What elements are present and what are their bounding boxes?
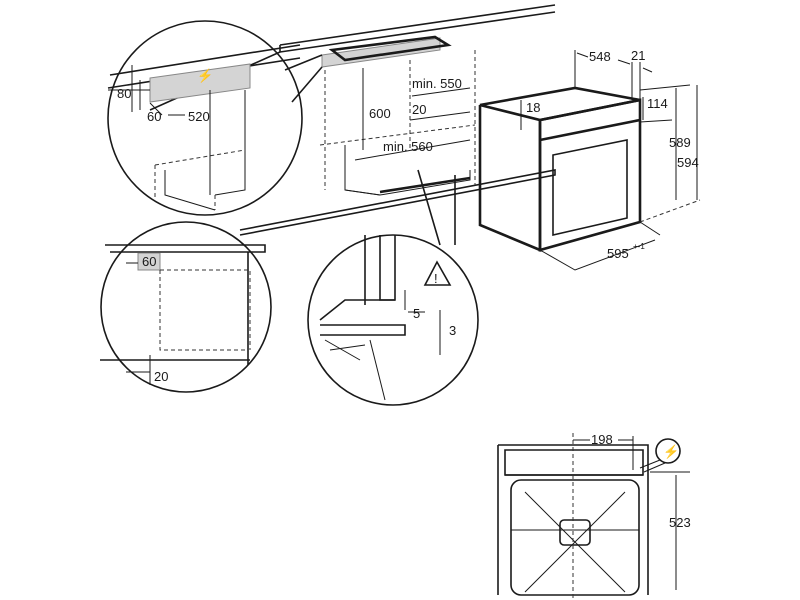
label-gap-20: 20 <box>412 102 426 117</box>
warning-exclamation: ! <box>434 271 438 286</box>
label-offset-198: 198 <box>591 432 613 447</box>
label-niche-height: 600 <box>369 106 391 121</box>
label-depth-520: 520 <box>188 109 210 124</box>
label-detail-20: 20 <box>154 369 168 384</box>
cabinet-niche <box>319 50 476 196</box>
warning-triangle-icon <box>423 260 452 286</box>
detail-circle-left: 60 20 <box>100 221 272 393</box>
label-gap-3: 3 <box>449 323 456 338</box>
label-gap-5: 5 <box>413 306 420 321</box>
detail-circle-top: ⚡ 80 60 520 <box>107 20 323 216</box>
label-depth-523: 523 <box>669 515 691 530</box>
label-side-60: 60 <box>147 109 161 124</box>
electrical-connection-icon: ⚡ <box>197 68 213 84</box>
label-oven-depth: 548 <box>589 49 611 64</box>
label-panel-114: 114 <box>647 96 668 111</box>
detail-circle-bottom: ! 5 3 <box>307 169 479 406</box>
label-top-gap-80: 80 <box>117 86 131 101</box>
electrical-bolt: ⚡ <box>663 444 679 460</box>
label-height-594: 594 <box>677 155 699 170</box>
oven <box>478 50 642 252</box>
label-width-tolerance: +-1 <box>633 242 645 251</box>
label-niche-width-550: min. 550 <box>412 76 462 91</box>
label-height-589: 589 <box>669 135 691 150</box>
label-width-595: 595 <box>607 246 629 261</box>
label-top-18: 18 <box>526 100 540 115</box>
worktop <box>149 4 556 236</box>
label-detail-60: 60 <box>142 254 156 269</box>
label-door-thickness: 21 <box>631 48 645 63</box>
cooktop-highlight <box>321 37 441 68</box>
oven-top-view: 198 ⚡ 523 <box>497 432 691 600</box>
cooktop <box>328 35 452 62</box>
electrical-connection-icon-top-view <box>655 438 681 464</box>
label-niche-width-560: min. 560 <box>383 139 433 154</box>
